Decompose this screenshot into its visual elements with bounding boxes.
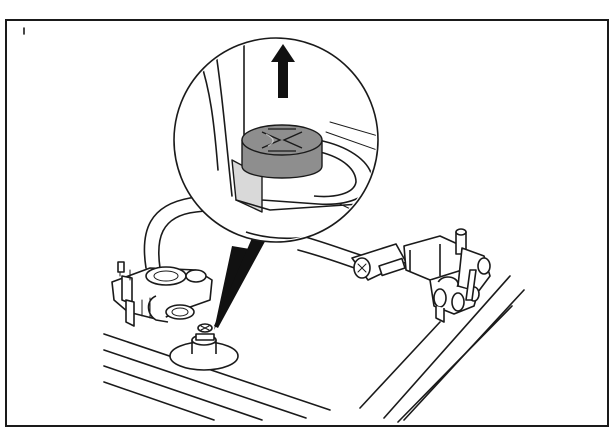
- left-burner-assembly: [111, 261, 213, 327]
- figure-frame: [5, 19, 609, 427]
- appliance-body: [23, 27, 525, 423]
- arrow-up-icon: [271, 44, 295, 98]
- callout-pointer: [214, 236, 268, 330]
- cross-slot-icon: [261, 128, 303, 152]
- zoom-detail-circle: [173, 37, 379, 243]
- mounting-pedestal: [169, 323, 239, 371]
- gas-valve-assembly: [351, 228, 491, 323]
